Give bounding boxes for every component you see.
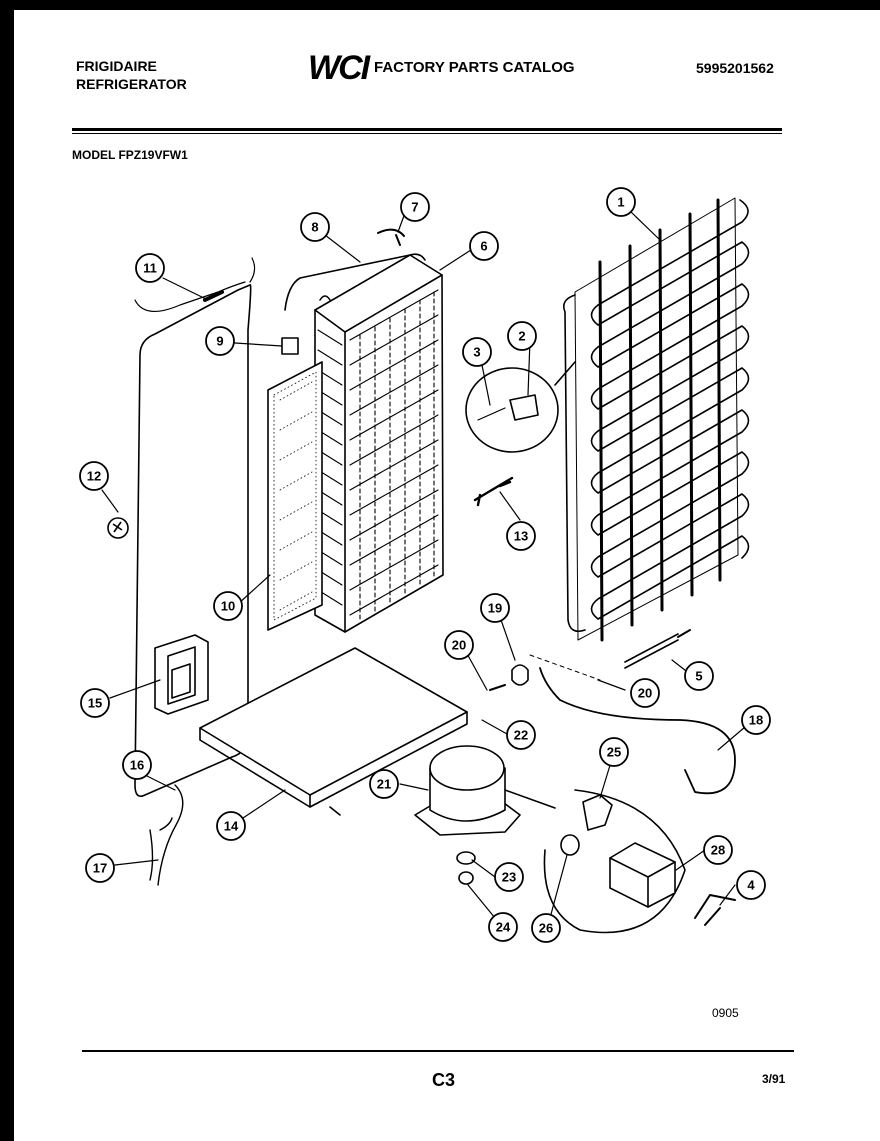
svg-text:12: 12 <box>87 469 101 484</box>
mount-stud <box>458 871 474 885</box>
svg-text:20: 20 <box>452 638 466 653</box>
relay-grommet <box>560 834 580 856</box>
svg-text:16: 16 <box>130 758 144 773</box>
callout-23: 23 <box>494 862 524 892</box>
wire-harness <box>149 784 184 886</box>
callout-24: 24 <box>488 912 518 942</box>
callout-1: 1 <box>606 187 636 217</box>
svg-text:13: 13 <box>514 529 528 544</box>
catalog-number: 5995201562 <box>696 60 774 76</box>
drier-detail-ring <box>465 367 559 453</box>
cord-bracket <box>511 664 529 686</box>
base-pan <box>199 647 468 816</box>
suction-tube <box>284 253 426 311</box>
callout-17: 17 <box>85 853 115 883</box>
svg-text:9: 9 <box>216 334 223 349</box>
callout-18: 18 <box>741 705 771 735</box>
callout-16: 16 <box>122 750 152 780</box>
svg-text:23: 23 <box>502 870 516 885</box>
callout-4: 4 <box>736 870 766 900</box>
svg-text:10: 10 <box>221 599 235 614</box>
drain-pan <box>154 634 209 715</box>
header-rule <box>72 128 782 131</box>
svg-text:3: 3 <box>473 345 480 360</box>
svg-text:26: 26 <box>539 921 553 936</box>
svg-text:19: 19 <box>488 601 502 616</box>
callout-10: 10 <box>213 591 243 621</box>
process-tube <box>473 476 514 507</box>
callout-19: 19 <box>480 593 510 623</box>
brand-name: FRIGIDAIRE <box>76 58 157 74</box>
callout-15: 15 <box>80 688 110 718</box>
svg-text:24: 24 <box>496 920 511 935</box>
callout-3: 3 <box>462 337 492 367</box>
footer-rule <box>82 1050 794 1052</box>
svg-text:18: 18 <box>749 713 763 728</box>
svg-text:7: 7 <box>411 200 418 215</box>
bracket-clip <box>694 894 736 926</box>
svg-text:22: 22 <box>514 728 528 743</box>
insulation-pad <box>267 361 323 631</box>
svg-text:20: 20 <box>638 686 652 701</box>
svg-text:2: 2 <box>518 329 525 344</box>
drawing-code: 0905 <box>712 1006 739 1020</box>
callout-12: 12 <box>79 461 109 491</box>
callout-13: 13 <box>506 521 536 551</box>
svg-text:11: 11 <box>143 261 157 276</box>
heater-lead <box>134 257 256 312</box>
overload <box>582 794 613 831</box>
heater-loop <box>134 284 252 798</box>
evaporator <box>314 254 444 633</box>
callout-5: 5 <box>684 661 714 691</box>
callout-8: 8 <box>300 212 330 242</box>
svg-text:15: 15 <box>88 696 102 711</box>
mount-grommet <box>456 851 476 865</box>
callout-26: 26 <box>531 913 561 943</box>
relay-detail-arc <box>543 789 686 934</box>
header-rule-thin <box>72 133 782 134</box>
callout-25: 25 <box>599 737 629 767</box>
wci-logo: WCI <box>308 49 370 87</box>
callout-14: 14 <box>216 811 246 841</box>
grommet <box>281 337 299 355</box>
filter-drier <box>624 633 679 669</box>
power-cord <box>539 667 736 795</box>
svg-text:14: 14 <box>224 819 239 834</box>
callout-6: 6 <box>469 231 499 261</box>
callout-2: 2 <box>507 321 537 351</box>
parts-sheet: FRIGIDAIRE REFRIGERATOR WCI FACTORY PART… <box>14 10 880 1141</box>
page-code: C3 <box>432 1070 456 1090</box>
svg-text:17: 17 <box>93 861 107 876</box>
callout-9: 9 <box>205 326 235 356</box>
callout-20-lower: 20 <box>630 678 660 708</box>
callout-11: 11 <box>135 253 165 283</box>
tube-clip <box>377 228 405 246</box>
svg-text:5: 5 <box>695 669 702 684</box>
svg-text:28: 28 <box>711 843 725 858</box>
appliance-type: REFRIGERATOR <box>76 76 187 92</box>
terminal-symbol <box>107 517 129 539</box>
callout-20-upper: 20 <box>444 630 474 660</box>
callout-21: 21 <box>369 769 399 799</box>
svg-text:21: 21 <box>377 777 391 792</box>
svg-text:6: 6 <box>480 239 487 254</box>
catalog-title: FACTORY PARTS CATALOG <box>374 59 575 76</box>
compressor <box>414 745 556 836</box>
svg-text:1: 1 <box>617 195 624 210</box>
revision-date: 3/91 <box>762 1072 786 1086</box>
callout-22: 22 <box>506 720 536 750</box>
condenser-coil <box>562 197 750 642</box>
leader-lines <box>101 211 746 919</box>
svg-text:25: 25 <box>607 745 621 760</box>
svg-text:8: 8 <box>311 220 318 235</box>
model-label: MODEL FPZ19VFW1 <box>72 148 188 162</box>
callout-28: 28 <box>703 835 733 865</box>
callout-7: 7 <box>400 192 430 222</box>
svg-text:4: 4 <box>747 878 755 893</box>
